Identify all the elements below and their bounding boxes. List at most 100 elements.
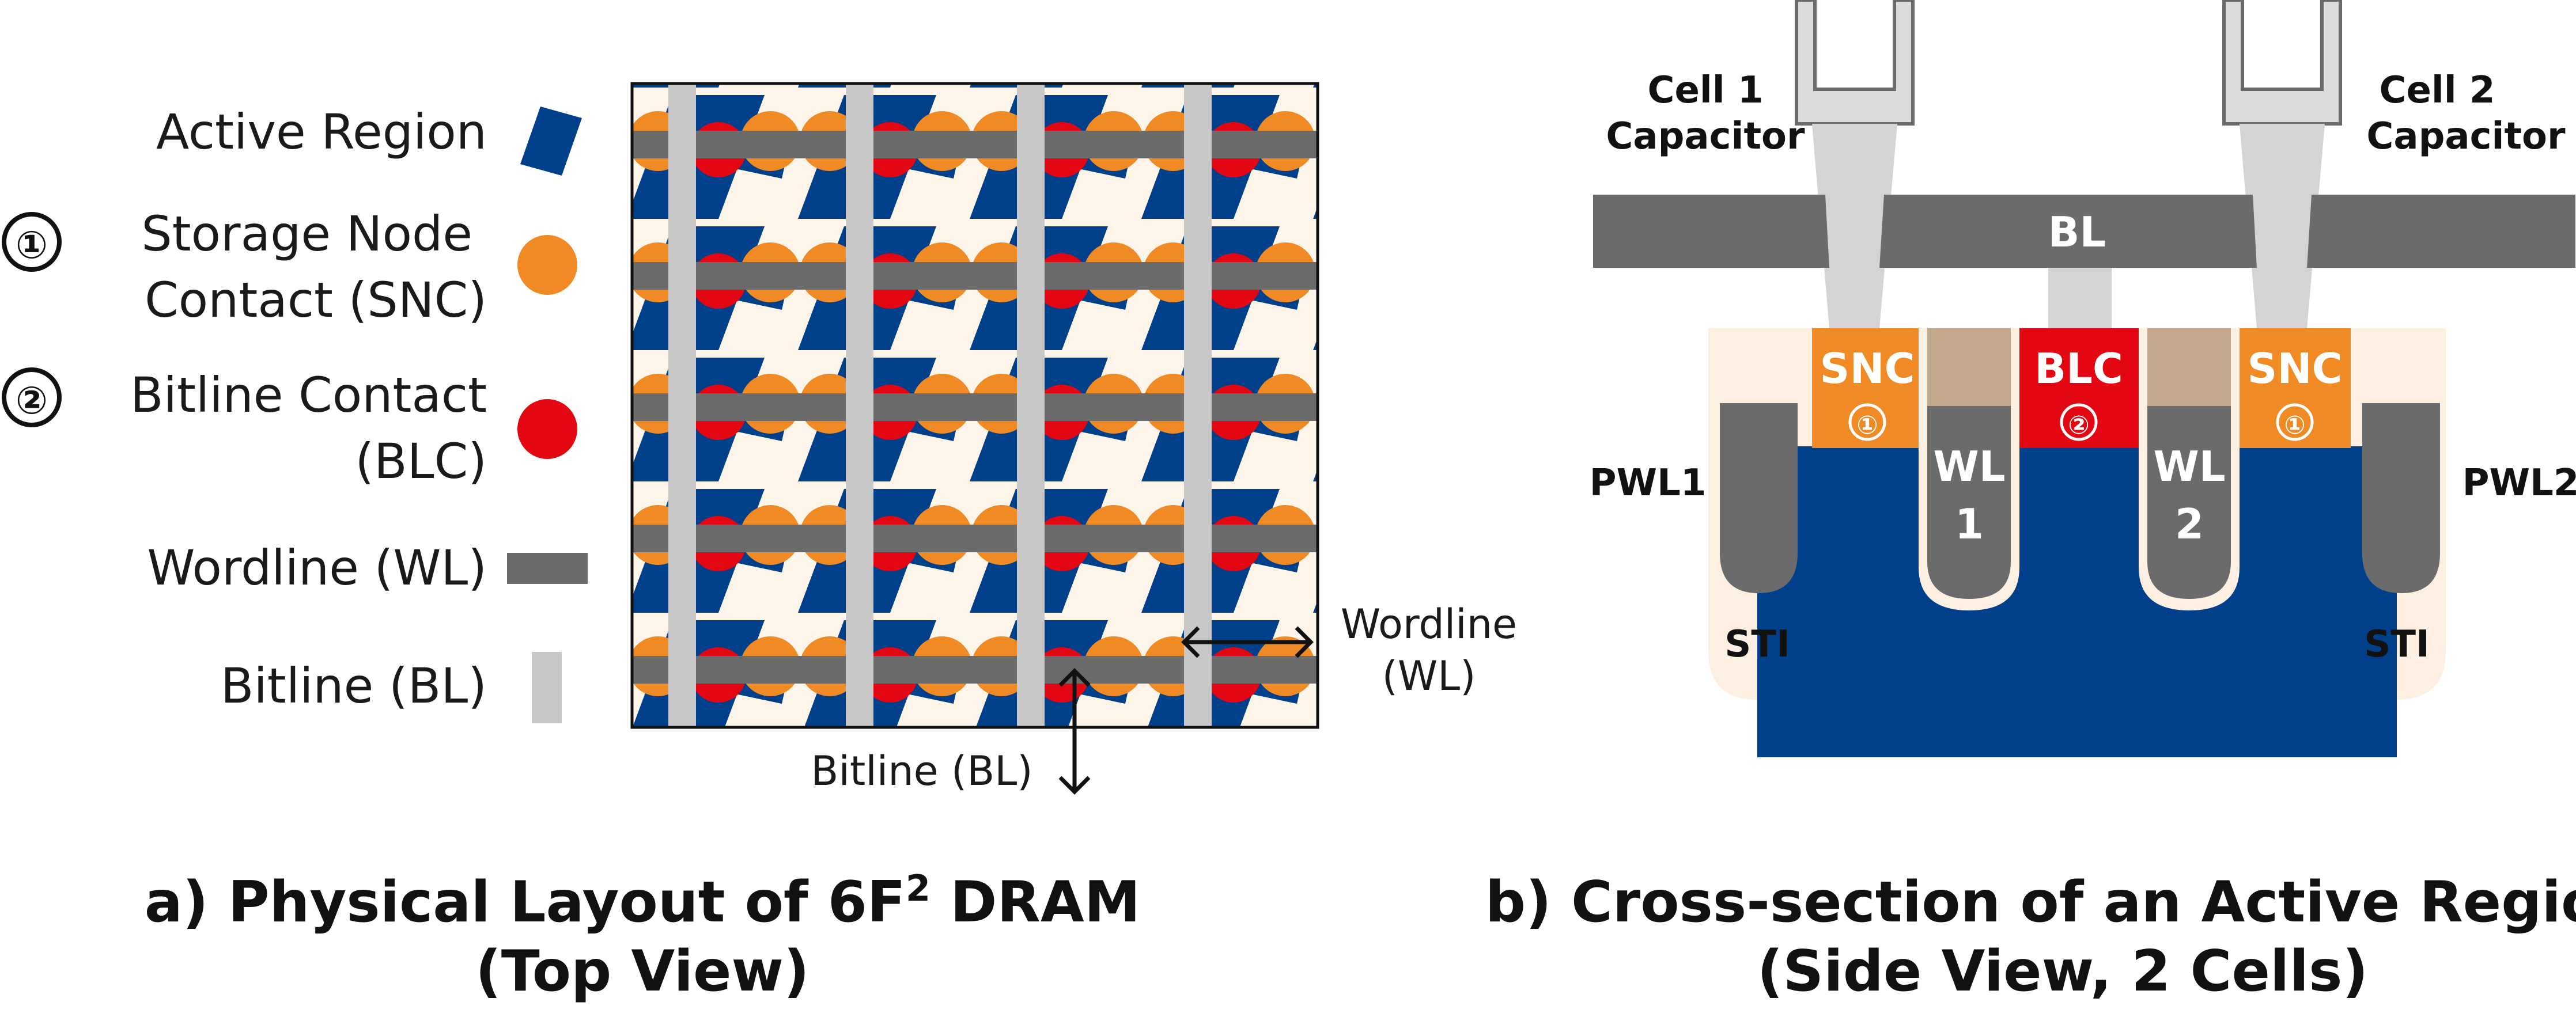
active-region — [555, 640, 622, 704]
storage-node-contact — [569, 374, 629, 434]
active-region — [1313, 337, 1318, 350]
bitline-contact — [519, 0, 574, 46]
active-region — [1313, 206, 1318, 219]
wl2-gate — [2147, 406, 2231, 599]
active-region — [1414, 0, 1480, 47]
blc-marker-icon: ② — [2, 367, 62, 427]
active-region — [555, 0, 622, 47]
snc-swatch — [517, 235, 577, 295]
caption-b-line2: (Side View, 2 Cells) — [1757, 939, 2369, 1004]
bitline-contact — [1378, 253, 1433, 309]
storage-node-contact — [628, 0, 688, 40]
bitline-contact — [1378, 516, 1433, 571]
storage-node-contact — [569, 768, 629, 828]
caption-a-line1: a) Physical Layout of 6F2 DRAM — [145, 867, 1141, 935]
active-region — [626, 752, 765, 875]
wl2-label-line1: WL — [2153, 442, 2225, 491]
active-region — [1414, 246, 1480, 310]
storage-node-contact — [800, 0, 860, 40]
storage-node-contact — [1427, 0, 1487, 40]
bitline-contact-plug — [2048, 268, 2112, 328]
storage-node-contact — [740, 0, 800, 40]
legend-snc-label-line2: Contact (SNC) — [145, 272, 487, 328]
storage-node-contact — [569, 636, 629, 696]
storage-node-contact — [569, 242, 629, 302]
legend: Active Region ① Storage Node Contact (SN… — [2, 104, 588, 723]
storage-node-contact — [912, 0, 972, 40]
caption-a-line2: (Top View) — [475, 939, 810, 1004]
storage-node-contact — [456, 768, 516, 828]
active-region — [727, 0, 793, 47]
pwl1-label: PWL1 — [1590, 462, 1707, 504]
storage-node-contact — [1427, 768, 1487, 828]
cell2-label-line2: Capacitor — [2366, 115, 2566, 158]
substrate-active-region — [1757, 446, 2397, 757]
svg-text:①: ① — [1856, 411, 1878, 440]
active-region — [1141, 84, 1235, 88]
bitline-bar-label: BL — [2048, 208, 2106, 256]
active-region — [1313, 600, 1318, 613]
active-region — [1414, 378, 1480, 441]
bitline-contact — [1034, 0, 1090, 46]
legend-blc-label-line1: Bitline Contact — [130, 367, 487, 423]
cell1-label-line1: Cell 1 — [1647, 69, 1763, 112]
legend-snc-label-line1: Storage Node — [141, 206, 472, 262]
storage-node-contact — [1315, 390, 1318, 417]
svg-text:①: ① — [16, 223, 48, 267]
active-region — [632, 84, 720, 88]
active-region — [555, 772, 622, 835]
active-region — [1414, 115, 1480, 179]
storage-node-contact — [1255, 768, 1315, 828]
bitline-contact — [1378, 122, 1433, 177]
storage-node-contact — [1084, 768, 1144, 828]
storage-node-contact — [1315, 768, 1375, 828]
legend-blc-label-line2: (BLC) — [355, 433, 487, 489]
active-region — [970, 84, 1064, 88]
wl1-label-line1: WL — [1933, 442, 2005, 491]
active-region — [1414, 509, 1480, 572]
blc-marker-icon: ② — [2060, 403, 2098, 441]
snc-left-label: SNC — [1820, 344, 1915, 393]
svg-text:①: ① — [2284, 411, 2305, 440]
bitline-contact — [1378, 385, 1433, 440]
storage-node-contact — [1315, 128, 1318, 154]
bitline-bar — [1593, 195, 2575, 268]
legend-active-region-label: Active Region — [156, 104, 487, 160]
active-region — [727, 772, 793, 835]
cross-section: BL Cell 1 Capacitor Cell 2 Capacitor — [1590, 0, 2576, 757]
legend-bitline-label: Bitline (BL) — [221, 658, 487, 714]
storage-node-contact — [1315, 259, 1318, 286]
svg-text:②: ② — [2068, 411, 2089, 440]
wordline-arrow-label-line1: Wordline — [1341, 601, 1517, 648]
active-region — [1414, 772, 1480, 835]
bitline-contact — [691, 0, 746, 46]
layout-top-view — [455, 0, 1487, 875]
wordline-swatch — [507, 553, 588, 584]
storage-node-contact — [740, 768, 800, 828]
bitline-contact — [1206, 779, 1261, 834]
cell2-label-line1: Cell 2 — [2379, 69, 2495, 112]
sti-right-label: STI — [2364, 623, 2430, 666]
wordline-direction-arrow — [1181, 626, 1314, 658]
storage-node-contact — [1427, 374, 1487, 434]
active-region — [798, 84, 892, 88]
bitline-contact — [519, 779, 574, 834]
bitline-array — [668, 84, 1212, 727]
bitline-contact — [1378, 0, 1433, 46]
active-region — [1141, 752, 1280, 875]
storage-node-contact — [1315, 0, 1375, 40]
active-region — [1242, 0, 1308, 47]
bitline — [1017, 84, 1045, 727]
storage-node-contact — [1143, 0, 1203, 40]
wl1-label-line2: 1 — [1955, 500, 1984, 548]
storage-node-contact — [1427, 242, 1487, 302]
wordline — [632, 393, 1318, 421]
active-region — [455, 0, 593, 88]
legend-wordline-label: Wordline (WL) — [147, 540, 487, 596]
wordline — [632, 656, 1318, 684]
caption-b-line1: b) Cross-section of an Active Region — [1485, 870, 2576, 935]
cell1-label-line2: Capacitor — [1606, 115, 1805, 158]
cell1-capacitor — [1795, 0, 1915, 126]
pwl2-label: PWL2 — [2462, 462, 2576, 504]
